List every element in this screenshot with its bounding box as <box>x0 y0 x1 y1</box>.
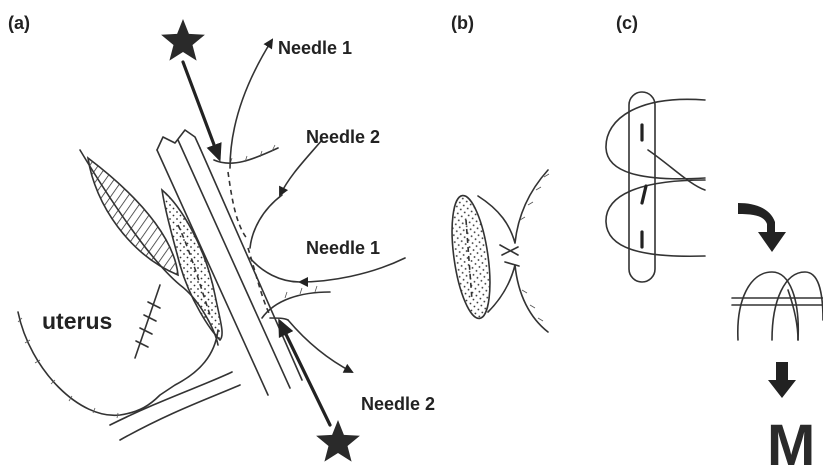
c-stitch-mark-2 <box>642 186 646 203</box>
upper-tissue-flap <box>214 148 278 163</box>
needle2-top-path <box>280 140 322 195</box>
upper-tissue-texture <box>230 145 275 164</box>
uterus-label: uterus <box>42 308 112 334</box>
b-upper-texture <box>520 174 549 220</box>
suture-path-1 <box>228 172 248 240</box>
top-star-arrow <box>183 62 219 158</box>
b-lower-tissue <box>488 265 548 332</box>
cross-section-dotted <box>446 193 497 321</box>
lower-tissue-texture <box>285 286 317 298</box>
b-upper-tissue <box>478 170 548 243</box>
panel-a-illustration: Needle 1 Needle 2 Needle 1 Needle 2 uter… <box>18 19 435 462</box>
b-knot <box>500 245 519 266</box>
panel-b-illustration <box>446 170 549 332</box>
panel-label-a: (a) <box>8 13 30 33</box>
panel-label-b: (b) <box>451 13 474 33</box>
panel-label-c: (c) <box>616 13 638 33</box>
needle1-right-label: Needle 1 <box>306 238 380 258</box>
needle2-bottom-label: Needle 2 <box>361 394 435 414</box>
lower-tissue-line-1 <box>110 372 232 425</box>
hatched-tissue <box>88 158 178 275</box>
panel-c-illustration: M <box>606 92 823 465</box>
needle1-top-path <box>230 40 272 168</box>
needle2-entry-curve <box>250 195 282 248</box>
star-icon <box>161 19 205 61</box>
c-m-loop-left <box>738 272 798 340</box>
uterus-incision-ticks <box>136 302 160 347</box>
needle2-top-label: Needle 2 <box>306 127 380 147</box>
star-icon <box>316 420 360 462</box>
needle2-bottom-path <box>288 320 352 372</box>
down-arrow-icon <box>768 362 796 398</box>
needle2-bottom-origin <box>270 318 288 320</box>
letter-m: M <box>767 413 815 465</box>
needle1-top-label: Needle 1 <box>278 38 352 58</box>
needle1-right-path <box>300 258 405 282</box>
curved-arrow-icon <box>738 203 786 252</box>
